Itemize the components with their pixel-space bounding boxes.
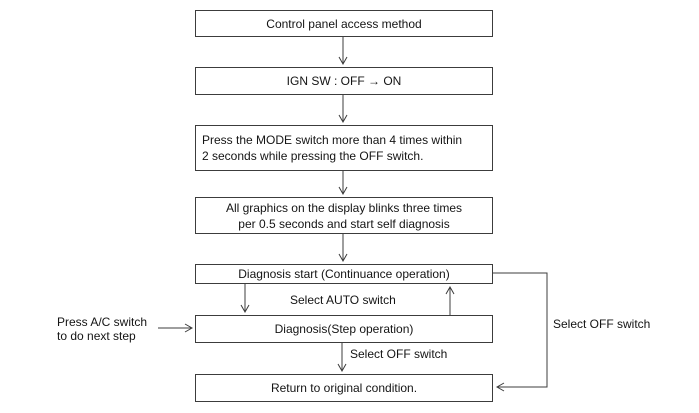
flow-node-text-line: per 0.5 seconds and start self diagnosis [238,216,450,231]
annotation-line: to do next step [57,329,136,343]
edge-label-select-off-loop: Select OFF switch [553,317,651,331]
flow-node-return-original: Return to original condition. [195,374,493,402]
flow-node-text-line: Control panel access method [266,16,422,31]
flow-node-text-line: Press the MODE switch more than 4 times … [202,133,463,147]
flow-node-ign-switch: IGN SW : OFF → ON [195,67,493,95]
edge-label-select-off-step: Select OFF switch [350,347,448,361]
flow-node-text-line: All graphics on the display blinks three… [225,200,463,215]
flow-node-text-line: Diagnosis start (Continuance operation) [238,267,450,281]
annotation-press-ac-switch: Press A/C switch to do next step [57,315,147,343]
flow-node-text-line: Diagnosis(Step operation) [274,322,414,336]
flow-node-text-line: Return to original condition. [270,381,418,395]
flow-node-diagnosis-start: Diagnosis start (Continuance operation) [195,264,493,284]
annotation-line: Press A/C switch [57,315,148,329]
flow-node-control-panel-access: Control panel access method [195,10,493,37]
flow-node-press-mode-switch: Press the MODE switch more than 4 times … [195,125,493,171]
edge-label-select-auto: Select AUTO switch [290,293,396,307]
flow-node-text-line: IGN SW : OFF → ON [286,74,402,88]
flow-node-text-line: 2 seconds while pressing the OFF switch. [202,149,424,163]
arrow-off-loop [493,272,548,392]
flow-node-display-blinks: All graphics on the display blinks three… [195,197,493,234]
flow-node-diagnosis-step: Diagnosis(Step operation) [195,315,493,343]
